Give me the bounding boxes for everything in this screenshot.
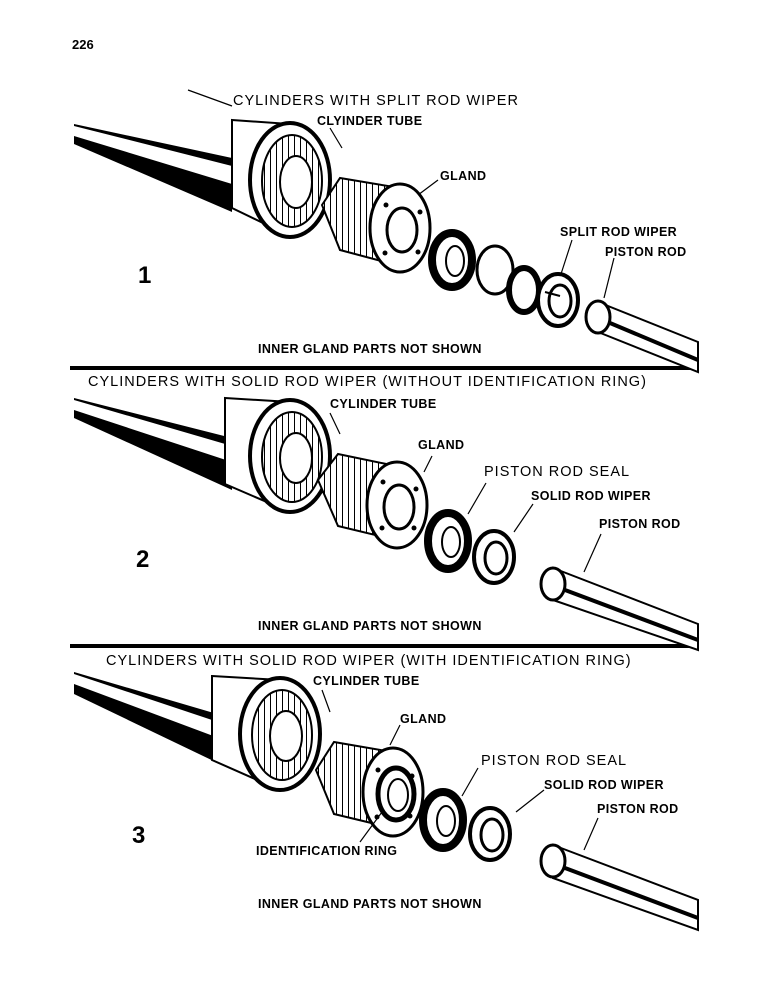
panel-2-number: 2 xyxy=(136,546,150,573)
panel-2-piston-rod-seal-label: PISTON ROD SEAL xyxy=(484,464,631,480)
cylinder-tube-3 xyxy=(74,672,322,792)
panel-2-note: INNER GLAND PARTS NOT SHOWN xyxy=(258,619,482,633)
panel-2-drawing xyxy=(74,396,699,652)
panel-3-drawing xyxy=(74,672,699,932)
panel-1-drawing xyxy=(74,89,699,374)
page-number: 226 xyxy=(72,37,94,52)
seal-ring-1 xyxy=(428,229,476,291)
panel-2-gland-label: GLAND xyxy=(418,438,465,452)
panel-3-note: INNER GLAND PARTS NOT SHOWN xyxy=(258,897,482,911)
panel-1-note: INNER GLAND PARTS NOT SHOWN xyxy=(258,342,482,356)
gland-1 xyxy=(320,176,432,274)
panel-2-solid-rod-wiper-label: SOLID ROD WIPER xyxy=(531,489,651,503)
panel-1-cylinder-tube-label: CLYINDER TUBE xyxy=(317,114,423,128)
cylinder-tube-2 xyxy=(74,396,332,514)
piston-rod-1 xyxy=(584,299,699,374)
panel-3-number: 3 xyxy=(132,822,146,849)
panel-3-gland-label: GLAND xyxy=(400,712,447,726)
panel-1-split-rod-wiper-label: SPLIT ROD WIPER xyxy=(560,225,678,239)
split-rod-wiper-1 xyxy=(536,272,580,328)
cylinder-tube-1 xyxy=(74,118,332,239)
panel-3-title: CYLINDERS WITH SOLID ROD WIPER (WITH IDE… xyxy=(106,653,632,669)
panel-1-number: 1 xyxy=(138,262,152,289)
o-ring-1 xyxy=(506,265,542,315)
panel-3-cylinder-tube-label: CYLINDER TUBE xyxy=(313,674,420,688)
piston-rod-3 xyxy=(539,843,699,932)
panel-1-title: CYLINDERS WITH SPLIT ROD WIPER xyxy=(233,93,519,109)
backup-ring-1 xyxy=(475,244,515,296)
panel-2-title: CYLINDERS WITH SOLID ROD WIPER (WITHOUT … xyxy=(88,374,647,390)
panel-3-identification-ring-label: IDENTIFICATION RING xyxy=(256,844,398,858)
gland-3 xyxy=(314,740,425,838)
panel-3-solid-rod-wiper-label: SOLID ROD WIPER xyxy=(544,778,664,792)
gland-2 xyxy=(316,452,429,550)
piston-rod-2 xyxy=(539,566,699,652)
solid-rod-wiper-2 xyxy=(472,529,516,585)
panel-2-piston-rod-label: PISTON ROD xyxy=(599,517,681,531)
panel-3-piston-rod-seal-label: PISTON ROD SEAL xyxy=(481,753,628,769)
piston-rod-seal-2 xyxy=(424,509,472,573)
panel-2-cylinder-tube-label: CYLINDER TUBE xyxy=(330,397,437,411)
solid-rod-wiper-3 xyxy=(468,806,512,862)
panel-1-piston-rod-label: PISTON ROD xyxy=(605,245,687,259)
panel-1-gland-label: GLAND xyxy=(440,169,487,183)
panel-3-piston-rod-label: PISTON ROD xyxy=(597,802,679,816)
piston-rod-seal-3 xyxy=(419,788,467,852)
